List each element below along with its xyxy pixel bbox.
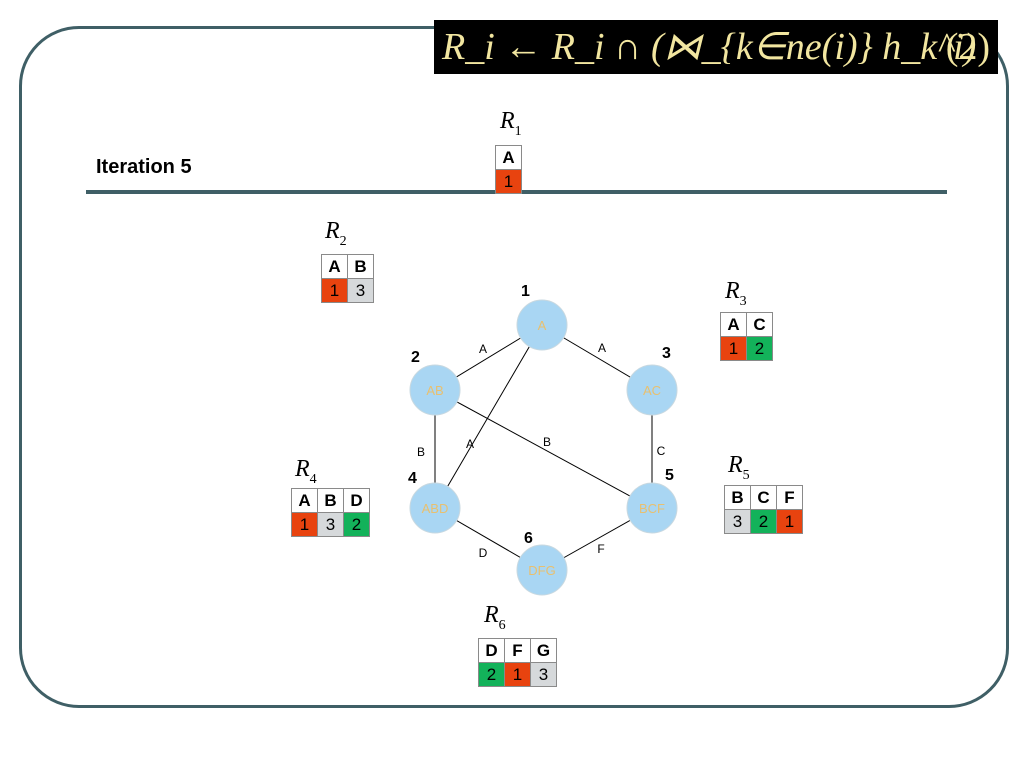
graph-node-4 [409, 482, 461, 534]
node-number: 5 [665, 467, 674, 484]
edge-label: A [479, 342, 487, 356]
table-header-cell: G [530, 638, 557, 663]
table-value-cell: 1 [504, 662, 531, 687]
table-value-cell: 2 [746, 336, 773, 361]
edge-label: B [417, 445, 425, 459]
table-value-cell: 2 [478, 662, 505, 687]
edge-label: F [597, 542, 604, 556]
table-value-cell: 1 [291, 512, 318, 537]
node-label: A [538, 318, 547, 333]
table-header-cell: A [720, 312, 747, 337]
table-header-cell: C [746, 312, 773, 337]
table-value-cell: 3 [530, 662, 557, 687]
graph-node-1 [516, 299, 568, 351]
table-header-cell: B [347, 254, 374, 279]
edge-label: A [598, 341, 606, 355]
node-label: DFG [528, 563, 555, 578]
node-label: AB [426, 383, 443, 398]
table-value-cell: 1 [321, 278, 348, 303]
slide-title: Iteration 5 [96, 156, 192, 178]
table-header-cell: B [724, 485, 751, 510]
node-label: BCF [639, 501, 665, 516]
node-number: 6 [524, 530, 533, 547]
relation-label-r1: R1 [500, 108, 522, 139]
edge-label: D [479, 546, 488, 560]
table-value-cell: 3 [724, 509, 751, 534]
table-value-cell: 1 [776, 509, 803, 534]
update-rule-formula: R_i ← R_i ∩ (⋈_{k∈ne(i)} h_k^i) (2) [434, 20, 998, 74]
node-number: 1 [521, 283, 530, 300]
relation-label-r6: R6 [484, 602, 506, 633]
relation-label-r3: R3 [725, 278, 747, 309]
edge-label: B [543, 435, 551, 449]
relation-label-r5: R5 [728, 452, 750, 483]
graph-edge-2-5 [434, 389, 653, 509]
table-header-cell: F [504, 638, 531, 663]
table-header-cell: D [343, 488, 370, 513]
edge-label: A [466, 437, 474, 451]
edge-label: C [657, 444, 666, 458]
table-header-cell: D [478, 638, 505, 663]
table-value-cell: 1 [495, 169, 522, 194]
node-number: 2 [411, 349, 420, 366]
relation-table-r1: A 1 [495, 145, 522, 194]
graph-edge-1-4 [434, 324, 543, 509]
graph-node-3 [626, 364, 678, 416]
table-value-cell: 2 [343, 512, 370, 537]
table-header-cell: A [291, 488, 318, 513]
table-header-cell: A [321, 254, 348, 279]
formula-number: (2) [945, 26, 990, 68]
node-number: 3 [662, 345, 671, 362]
table-value-cell: 1 [720, 336, 747, 361]
graph-node-5 [626, 482, 678, 534]
node-label: AC [643, 383, 661, 398]
node-label: ABD [422, 501, 449, 516]
table-value-cell: 2 [750, 509, 777, 534]
table-value-cell: 3 [317, 512, 344, 537]
relation-label-r2: R2 [325, 218, 347, 249]
table-header-cell: A [495, 145, 522, 170]
table-value-cell: 3 [347, 278, 374, 303]
relation-label-r4: R4 [295, 456, 317, 487]
node-number: 4 [408, 470, 417, 487]
graph-node-6 [516, 544, 568, 596]
table-header-cell: B [317, 488, 344, 513]
formula-text: R_i ← R_i ∩ (⋈_{k∈ne(i)} h_k^i) [442, 26, 977, 68]
graph-node-2 [409, 364, 461, 416]
